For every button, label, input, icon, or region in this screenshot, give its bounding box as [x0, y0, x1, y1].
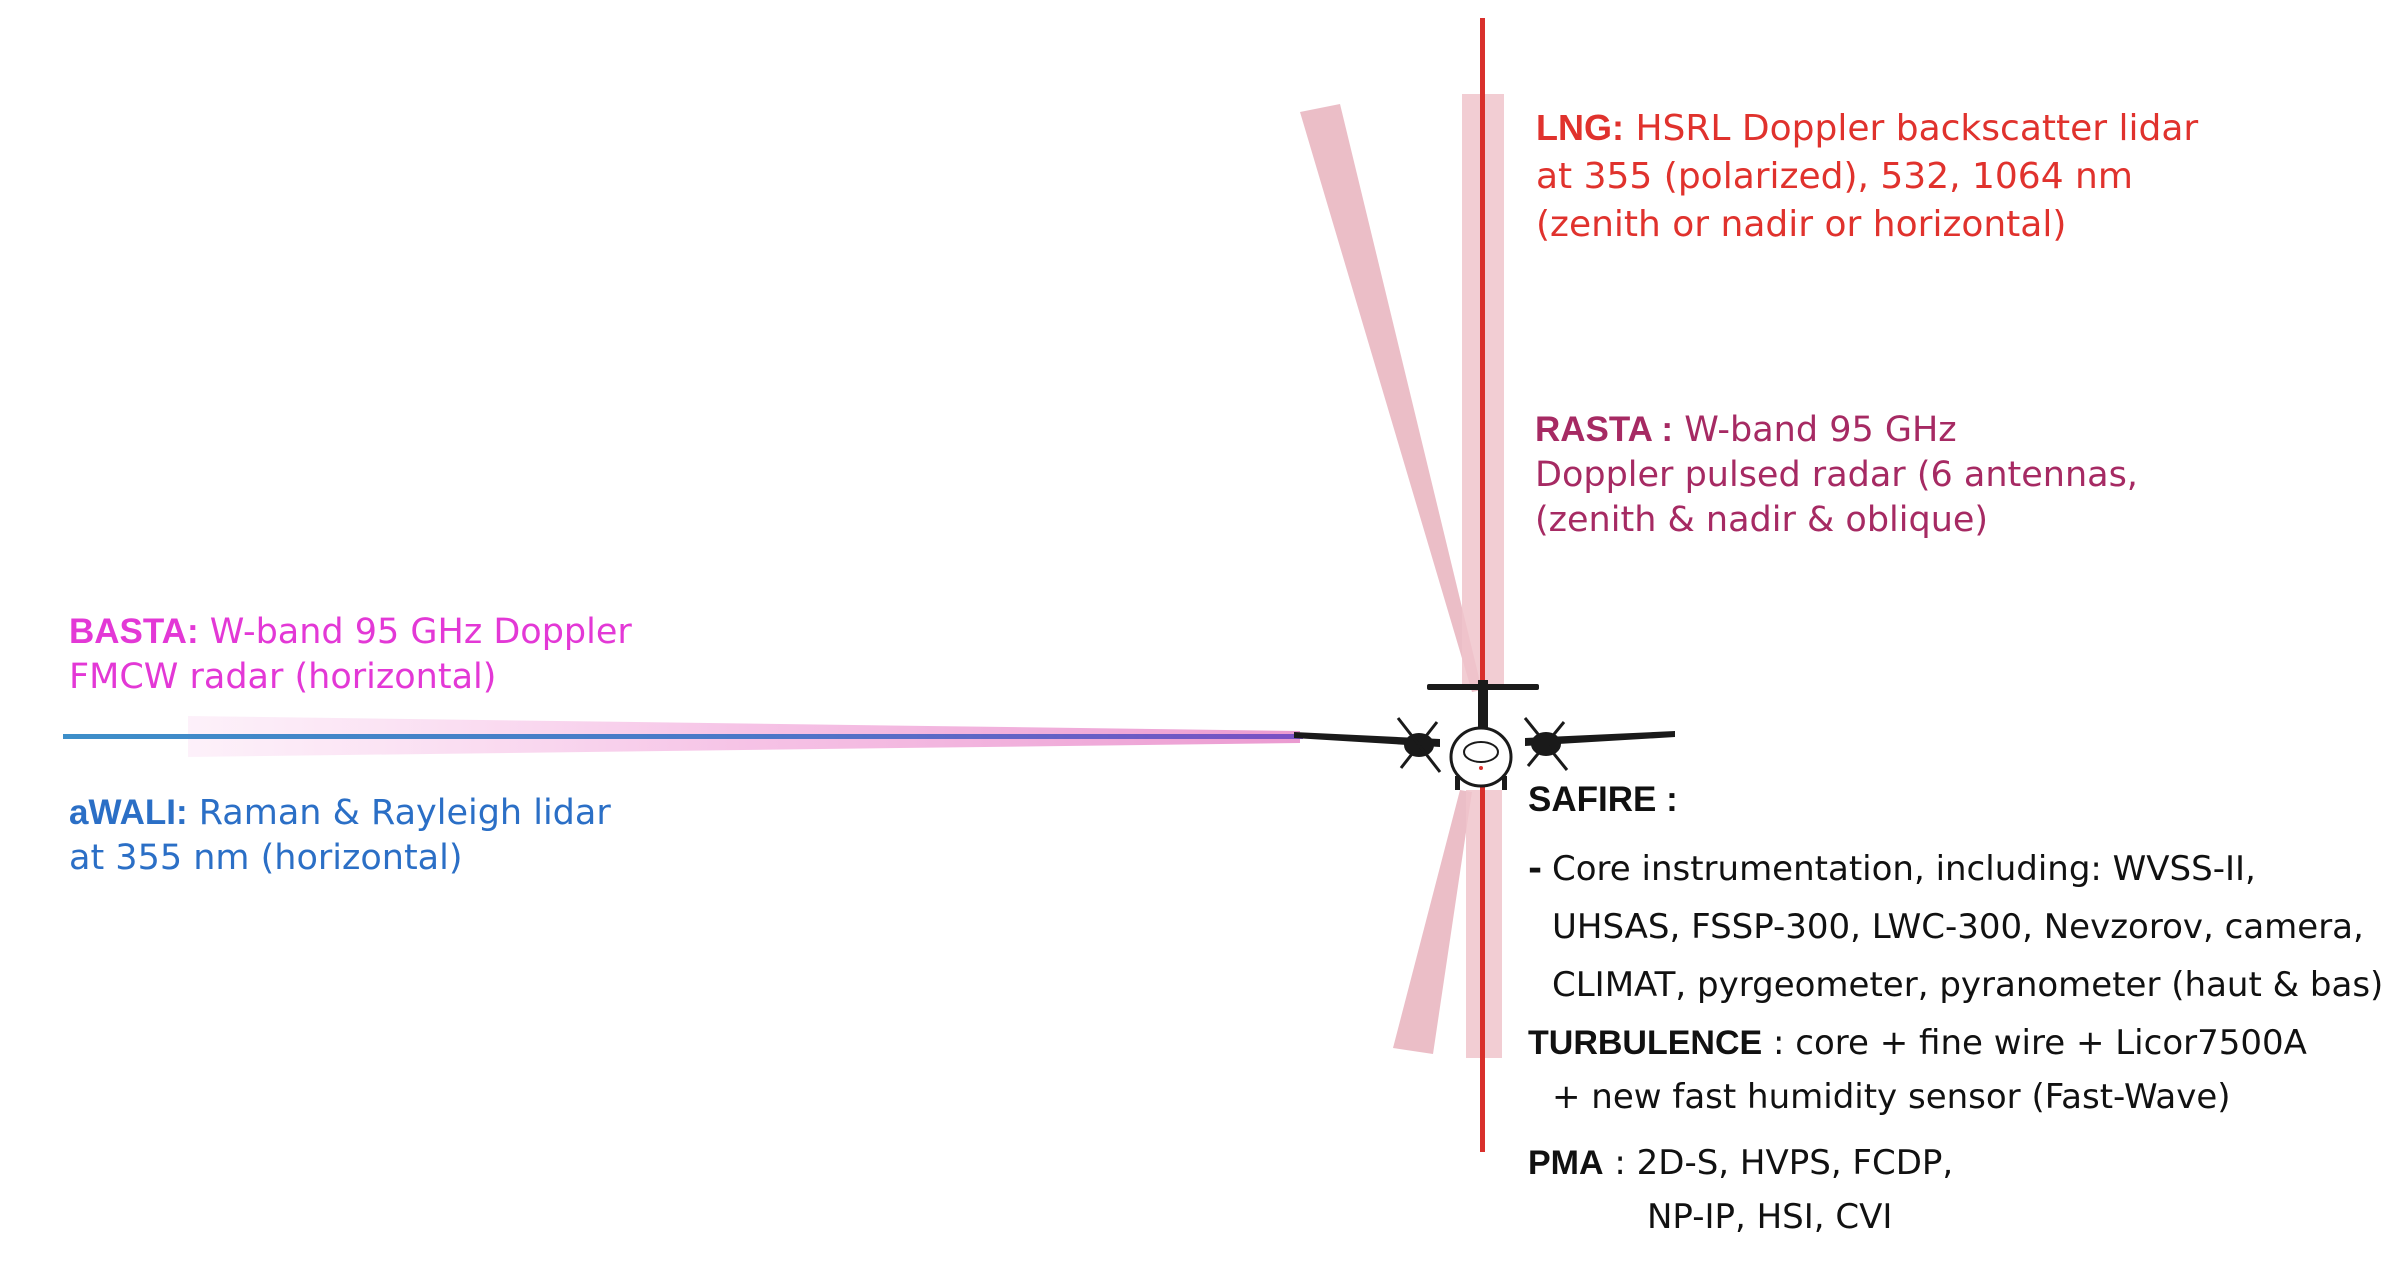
rasta-oblique-beam-lower [1393, 790, 1472, 1054]
awali-label: aWALI: Raman & Rayleigh lidar at 355 nm … [69, 790, 611, 881]
pma-line2: NP-IP, HSI, CVI [1647, 1197, 1893, 1237]
safire-core-line2: UHSAS, FSSP-300, LWC-300, Nevzorov, came… [1552, 907, 2364, 947]
awali-line1: Raman & Rayleigh lidar [198, 793, 611, 833]
rasta-line3: (zenith & nadir & oblique) [1535, 500, 1989, 540]
turbulence-line2: + new fast humidity sensor (Fast-Wave) [1552, 1077, 2231, 1117]
rasta-line2: Doppler pulsed radar (6 antennas, [1535, 455, 2138, 495]
pma-name: PMA [1528, 1144, 1604, 1182]
basta-line1: W-band 95 GHz Doppler [209, 612, 632, 652]
safire-core-dash: - [1528, 849, 1543, 889]
basta-name: BASTA: [69, 612, 199, 651]
awali-lidar-beam [63, 734, 1303, 739]
safire-core-line1: Core instrumentation, including: WVSS-II… [1552, 849, 2256, 889]
safire-title: SAFIRE : [1528, 780, 1678, 819]
pma-line1: : 2D-S, HVPS, FCDP, [1603, 1143, 1954, 1183]
rasta-name: RASTA : [1535, 410, 1674, 449]
lng-line2: at 355 (polarized), 532, 1064 nm [1536, 156, 2133, 197]
turbulence-line1: : core + fine wire + Licor7500A [1762, 1023, 2307, 1063]
lng-label: LNG: HSRL Doppler backscatter lidar at 3… [1536, 104, 2198, 249]
rasta-label: RASTA : W-band 95 GHz Doppler pulsed rad… [1535, 407, 2138, 543]
lng-name: LNG: [1536, 107, 1624, 148]
safire-core-line3: CLIMAT, pyrgeometer, pyranometer (haut &… [1552, 965, 2384, 1005]
rasta-line1: W-band 95 GHz [1684, 410, 1957, 450]
rasta-oblique-beam-upper [1300, 104, 1482, 692]
basta-label: BASTA: W-band 95 GHz Doppler FMCW radar … [69, 609, 632, 700]
basta-line2: FMCW radar (horizontal) [69, 657, 497, 697]
safire-turbulence: TURBULENCE : core + fine wire + Licor750… [1528, 1016, 2307, 1124]
awali-line2: at 355 nm (horizontal) [69, 838, 463, 878]
safire-core-instrumentation: -Core instrumentation, including: WVSS-I… [1528, 840, 2383, 1014]
safire-pma: PMA : 2D-S, HVPS, FCDP, NP-IP, HSI, CVI [1528, 1136, 1953, 1244]
turbulence-name: TURBULENCE [1528, 1024, 1763, 1062]
lng-line1: HSRL Doppler backscatter lidar [1635, 108, 2199, 149]
atr42-aircraft-icon [1294, 680, 1675, 790]
awali-name: aWALI: [69, 793, 188, 832]
lng-line3: (zenith or nadir or horizontal) [1536, 204, 2067, 245]
lng-lidar-beam [1480, 18, 1485, 1152]
